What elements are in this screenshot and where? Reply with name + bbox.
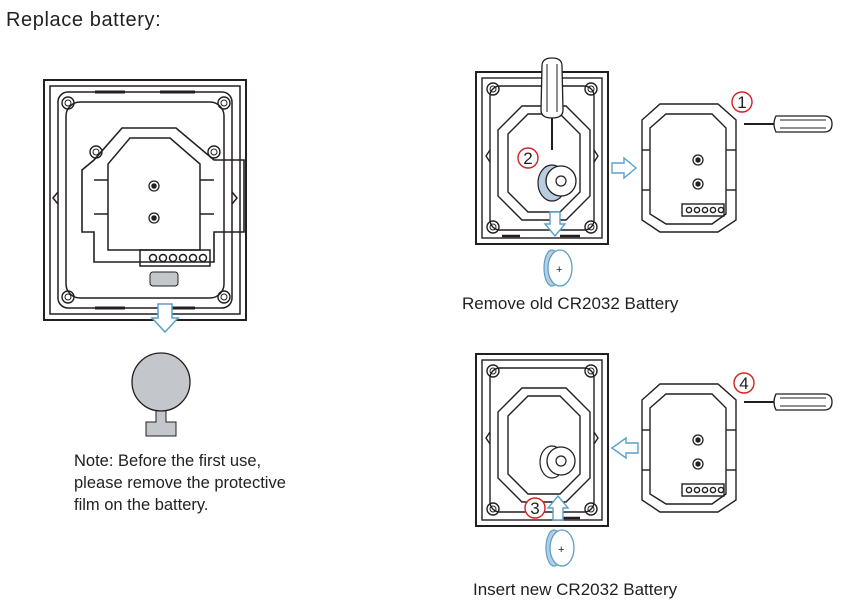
svg-text:3: 3 <box>530 499 539 518</box>
svg-text:1: 1 <box>737 93 746 112</box>
detached-module-bottom <box>641 383 737 513</box>
note-line-3: film on the battery. <box>74 496 209 514</box>
step-marker-1: 1 <box>731 91 753 113</box>
battery-note: Note: Before the first use, please remov… <box>74 450 324 516</box>
svg-text:2: 2 <box>523 149 532 168</box>
coin-cell-holder-empty <box>539 445 576 479</box>
caption-insert-battery: Insert new CR2032 Battery <box>473 580 678 599</box>
battery-removed-icon <box>543 249 573 287</box>
battery-edge <box>149 271 179 287</box>
battery-plus-mark: + <box>556 264 562 276</box>
page-title: Replace battery: <box>6 9 162 31</box>
screwdriver-vertical <box>540 57 564 150</box>
coin-cell-holder <box>537 164 577 202</box>
note-label: Note: <box>74 452 114 470</box>
battery-new-icon <box>545 529 575 567</box>
arrow-down-icon <box>543 211 567 238</box>
screwdriver-horizontal <box>744 393 833 411</box>
arrow-right-icon <box>611 156 638 180</box>
battery-with-film-icon <box>131 352 191 437</box>
screwdriver-horizontal <box>744 115 833 133</box>
note-line-1: Before the first use, <box>118 452 262 470</box>
arrow-left-icon <box>610 436 639 460</box>
note-line-2: please remove the protective <box>74 474 286 492</box>
wall-plate-insert <box>475 353 609 527</box>
detached-module-top <box>641 103 737 233</box>
caption-remove-battery: Remove old CR2032 Battery <box>462 294 679 313</box>
arrow-up-icon <box>546 494 570 521</box>
wall-plate-large <box>43 79 247 321</box>
step-marker-4: 4 <box>733 372 755 394</box>
step-marker-2: 2 <box>517 147 539 169</box>
svg-text:4: 4 <box>739 374 748 393</box>
battery-plus-mark: + <box>558 544 564 556</box>
arrow-down-icon <box>150 303 180 334</box>
step-marker-3: 3 <box>524 497 546 519</box>
